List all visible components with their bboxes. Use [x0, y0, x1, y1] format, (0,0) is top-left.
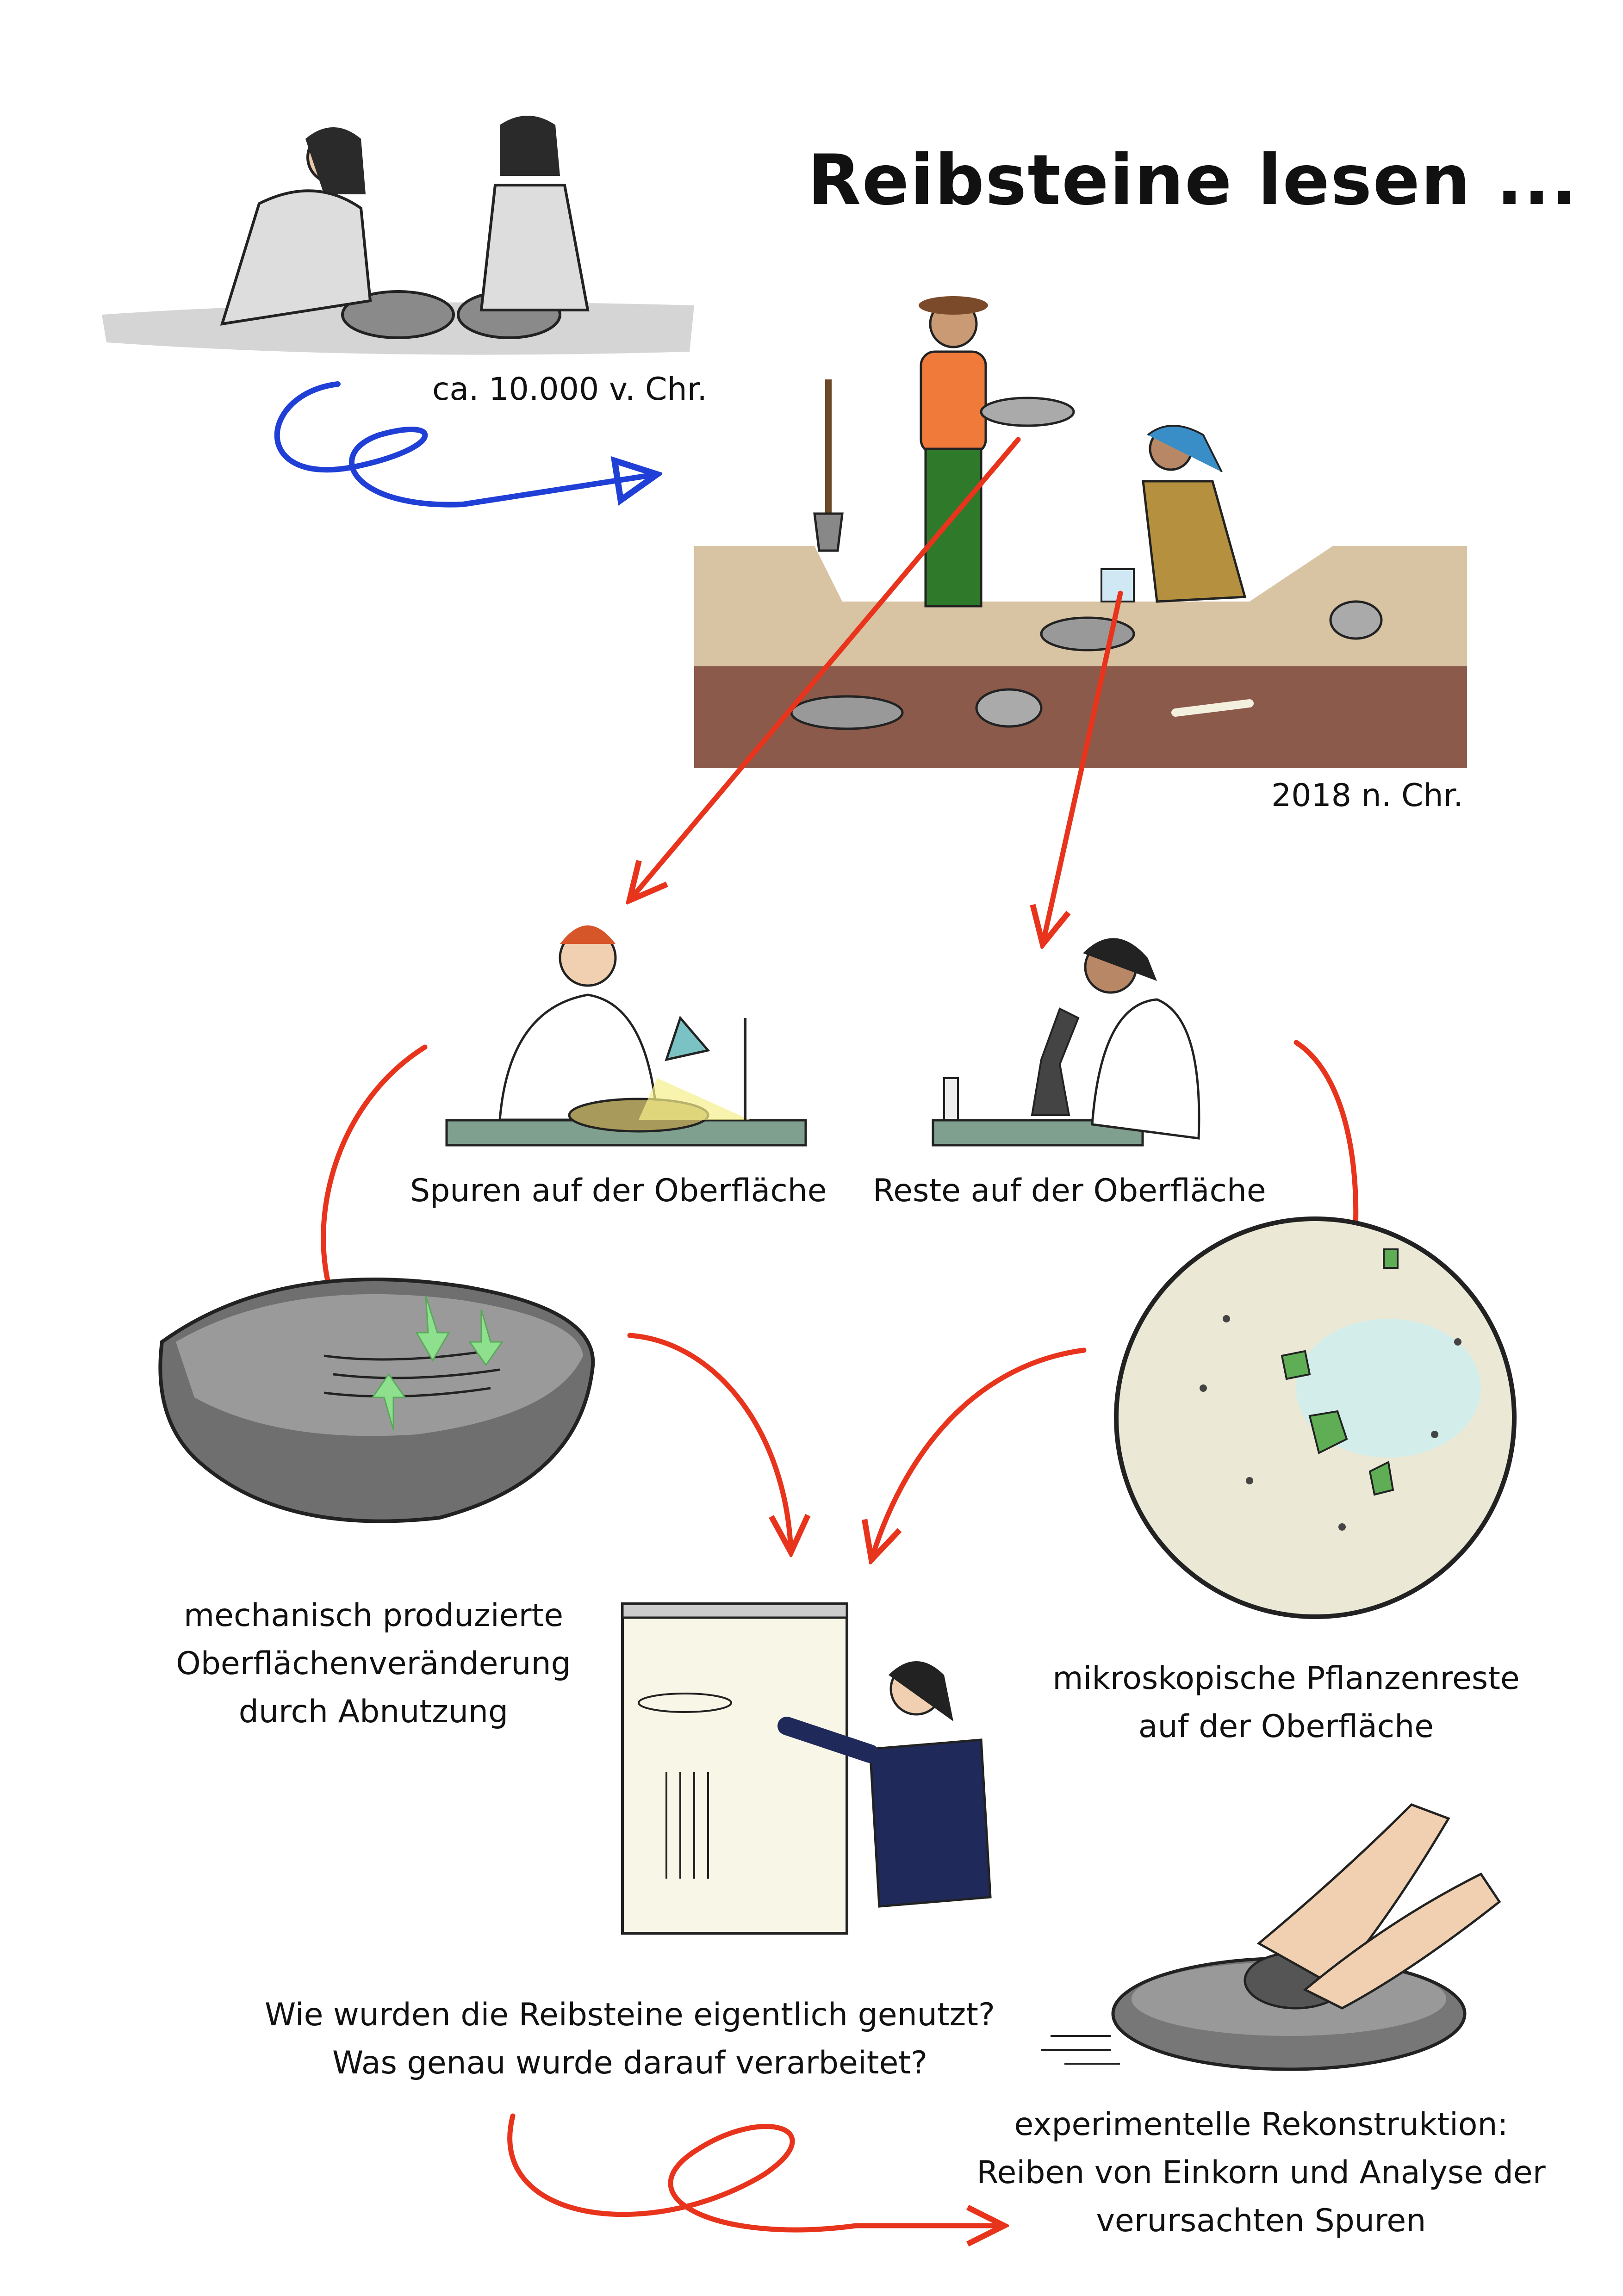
label-residues: Reste auf der Oberfläche — [873, 1173, 1266, 1209]
caption-line: mikroskopische Pflanzenreste — [1052, 1660, 1520, 1697]
caption-line: experimentelle Rekonstruktion: — [1014, 2106, 1508, 2143]
label-traces: Spuren auf der Oberfläche — [410, 1173, 827, 1209]
arrow-microscope-to-presentation — [871, 1347, 1087, 1560]
label-present-date: 2018 n. Chr. — [1271, 777, 1463, 814]
presentation-flipchart-scene — [621, 1602, 992, 1935]
caption-line: Reiben von Einkorn und Analyse der — [976, 2154, 1546, 2191]
caption-use-wear: mechanisch produzierte Oberflächenveränd… — [176, 1592, 571, 1736]
arrow-stone-to-presentation — [627, 1333, 791, 1552]
microscopy-lab-scene — [932, 938, 1200, 1147]
caption-line: Oberflächenveränderung — [176, 1645, 571, 1682]
use-wear-lab-scene — [445, 925, 807, 1147]
caption-line: mechanisch produzierte — [183, 1597, 564, 1634]
prehistoric-grinding-scene — [102, 116, 694, 355]
page-title: Reibsteine lesen ... — [808, 140, 1579, 221]
caption-microscopy: mikroskopische Pflanzenreste auf der Obe… — [1052, 1655, 1519, 1751]
excavation-scene — [694, 296, 1467, 768]
label-past-date: ca. 10.000 v. Chr. — [432, 371, 707, 408]
caption-line: durch Abnutzung — [238, 1694, 509, 1730]
microscope-view-circle — [1114, 1216, 1517, 1619]
caption-questions: Wie wurden die Reibsteine eigentlich gen… — [265, 1991, 995, 2087]
arrow-to-traces — [629, 437, 1021, 900]
timeline-arrow-blue — [274, 381, 657, 508]
caption-experiment: experimentelle Rekonstruktion: Reiben vo… — [976, 2101, 1545, 2245]
caption-line: Was genau wurde darauf verarbeitet? — [332, 2045, 928, 2081]
arrow-to-experiment — [507, 2113, 1004, 2230]
caption-line: verursachten Spuren — [1096, 2203, 1426, 2239]
worn-grinding-stone — [158, 1278, 595, 1523]
red-arrows — [323, 437, 1356, 2230]
experimental-grinding-scene — [1041, 1803, 1501, 2071]
caption-line: Wie wurden die Reibsteine eigentlich gen… — [265, 1997, 995, 2033]
caption-line: auf der Oberfläche — [1138, 1708, 1434, 1745]
arrow-to-residues — [1043, 590, 1123, 944]
